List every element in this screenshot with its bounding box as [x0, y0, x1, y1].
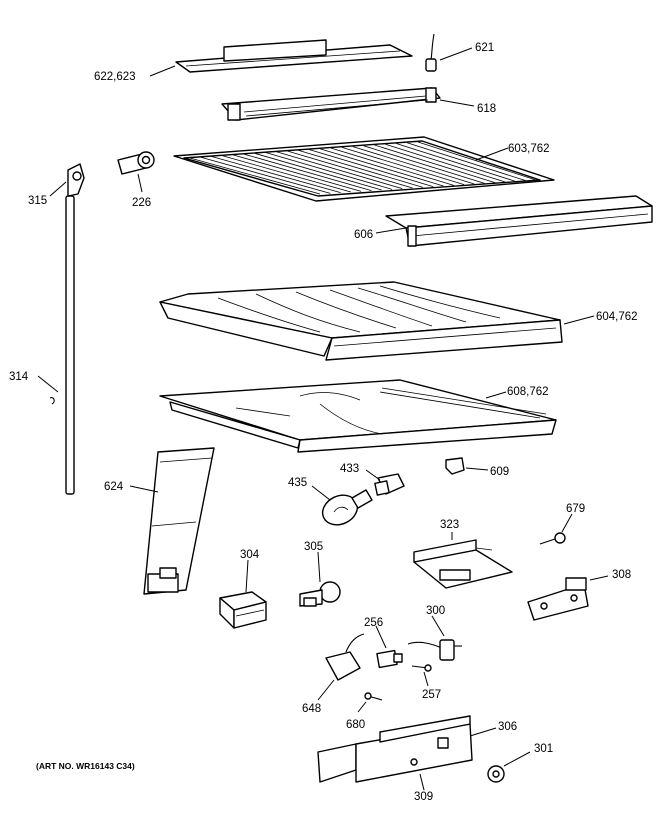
part-433-socket — [374, 473, 405, 496]
part-435-bulb — [321, 489, 373, 526]
shelf-rib — [309, 149, 434, 188]
part-680-screw — [364, 692, 383, 701]
shelf-rib — [287, 150, 413, 189]
shelf-rib — [265, 152, 393, 190]
shelf-rib — [320, 148, 444, 187]
art-number: (ART NO. WR16143 C34) — [36, 761, 135, 771]
part-608-762-divider — [159, 379, 557, 453]
part-648-motor — [325, 633, 365, 681]
callout-314: 314 — [9, 371, 29, 383]
part-609-clip — [445, 457, 465, 475]
part-603-762-shelf — [173, 136, 555, 202]
shelf-rib — [211, 156, 341, 194]
part-618-bracket — [221, 87, 441, 121]
callout-306: 306 — [498, 721, 517, 733]
callout-648: 648 — [302, 703, 321, 715]
part-306-bracket — [317, 715, 473, 783]
shelf-rib — [222, 155, 351, 193]
callout-621: 621 — [475, 42, 494, 54]
part-305-damper — [299, 581, 341, 607]
callout-226: 226 — [132, 197, 151, 209]
shelf-rib — [374, 144, 495, 184]
part-606-rail — [385, 195, 653, 247]
callout-323: 323 — [440, 519, 459, 531]
shelf-rib — [233, 154, 362, 192]
callout-622-623: 622,623 — [94, 71, 136, 83]
shelf-rib — [363, 145, 485, 184]
callout-604-762: 604,762 — [596, 311, 638, 323]
callout-435: 435 — [288, 477, 307, 489]
callout-315: 315 — [28, 195, 47, 207]
part-256-switch — [376, 649, 403, 669]
shelf-rib — [200, 156, 331, 194]
callout-603-762: 603,762 — [508, 143, 550, 155]
callout-609: 609 — [490, 466, 509, 478]
callout-256: 256 — [364, 617, 383, 629]
shelf-rib — [341, 146, 465, 186]
callout-257: 257 — [422, 689, 441, 701]
shelf-rib — [276, 151, 403, 190]
part-300-sensor — [407, 639, 462, 661]
shelf-rib — [244, 153, 372, 192]
callout-606: 606 — [354, 229, 373, 241]
shelf-rib — [385, 143, 506, 183]
callout-618: 618 — [477, 103, 496, 115]
shelf-rib — [352, 146, 475, 185]
shelf-rib — [298, 149, 423, 188]
callout-679: 679 — [566, 503, 585, 515]
part-323-control-box — [413, 539, 513, 589]
part-257-screw — [411, 664, 432, 672]
part-621-pin — [425, 33, 437, 72]
part-679-screw — [539, 532, 566, 545]
part-314-rod — [49, 195, 75, 495]
shelf-rib — [255, 153, 382, 191]
part-624-duct — [143, 447, 215, 595]
shelf-rib — [189, 157, 321, 195]
callout-305: 305 — [304, 541, 323, 553]
callout-308: 308 — [612, 569, 631, 581]
callout-608-762: 608,762 — [507, 386, 549, 398]
shelf-rib — [407, 142, 526, 182]
callout-680: 680 — [346, 719, 365, 731]
shelf-rib — [331, 147, 454, 186]
shelf-rib — [417, 141, 537, 181]
part-304-thermostat — [219, 591, 267, 629]
part-308-bracket — [527, 577, 589, 621]
callout-300: 300 — [426, 605, 445, 617]
part-622-623-cover — [175, 39, 413, 73]
part-226-knob — [117, 151, 155, 175]
part-301-nut — [487, 765, 505, 783]
shelf-rib — [396, 143, 516, 182]
part-315-hinge — [67, 163, 85, 197]
callout-433: 433 — [340, 463, 359, 475]
part-604-762-divider — [159, 281, 563, 361]
callout-309: 309 — [414, 791, 433, 803]
callout-301: 301 — [534, 743, 553, 755]
callout-304: 304 — [240, 549, 260, 561]
callout-624: 624 — [104, 481, 124, 493]
